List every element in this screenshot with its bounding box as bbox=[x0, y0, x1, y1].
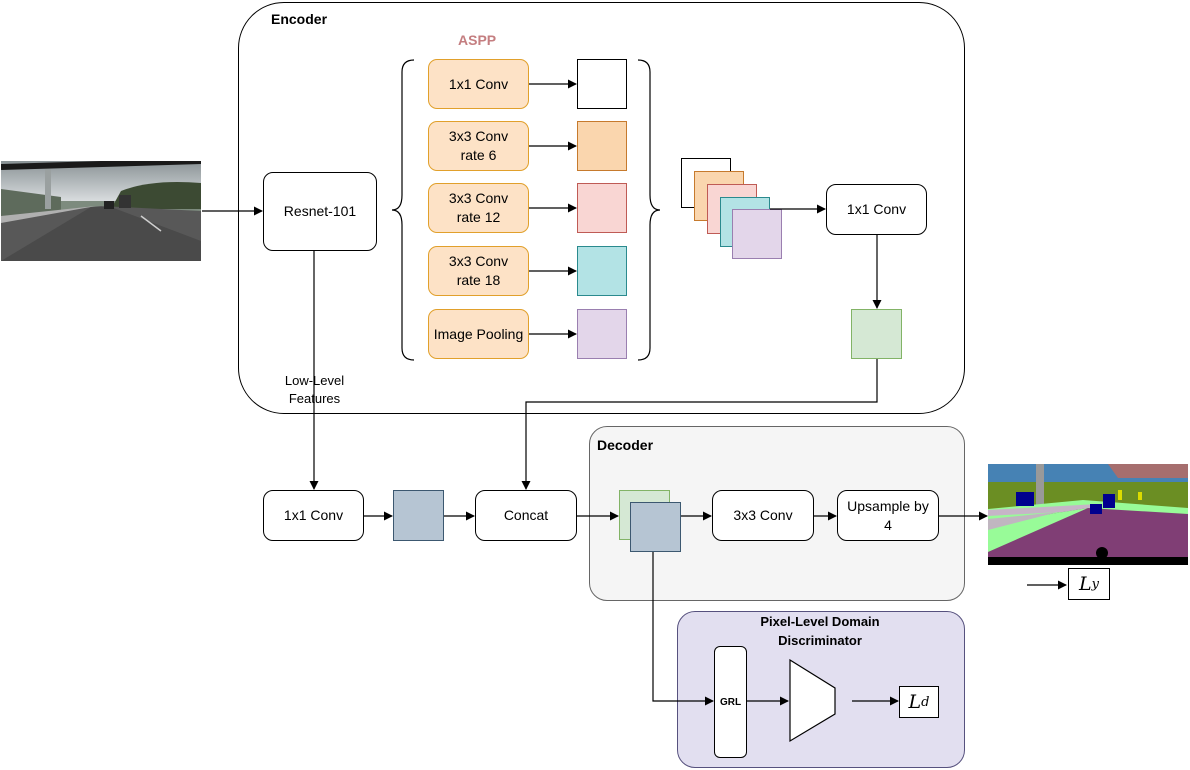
output-segmentation-map bbox=[988, 464, 1188, 565]
input-road-image bbox=[1, 161, 201, 261]
aspp-3x3-conv-rate-18: 3x3 Conv rate 18 bbox=[428, 246, 529, 296]
aspp-3x3-conv-rate-12: 3x3 Conv rate 12 bbox=[428, 183, 529, 233]
domain-loss-sub: d bbox=[921, 694, 930, 710]
grl-block: GRL bbox=[714, 646, 747, 758]
segmentation-loss-sub: y bbox=[1091, 576, 1099, 592]
concat-block: Concat bbox=[475, 490, 577, 541]
decoder-title: Decoder bbox=[597, 437, 654, 453]
low-level-feature bbox=[393, 490, 444, 541]
decoder-feature-blue bbox=[630, 502, 681, 552]
decoder-3x3-conv: 3x3 Conv bbox=[712, 490, 814, 541]
segmentation-loss-main: L bbox=[1079, 573, 1092, 595]
decoder-upsample: Upsample by 4 bbox=[837, 490, 939, 541]
aspp-output-rate-18 bbox=[577, 246, 627, 296]
discriminator-title: Pixel-Level Domain Discriminator bbox=[760, 614, 880, 648]
low-level-features-label: Low-Level Features bbox=[267, 372, 362, 408]
encoder-1x1-conv: 1x1 Conv bbox=[826, 184, 927, 235]
low-level-1x1-conv: 1x1 Conv bbox=[263, 490, 364, 541]
domain-loss-main: L bbox=[908, 691, 922, 713]
encoder-title: Encoder bbox=[271, 11, 328, 27]
stacked-feature-purple bbox=[732, 209, 782, 259]
aspp-output-1x1 bbox=[577, 59, 627, 109]
encoder-output-feature bbox=[851, 309, 902, 359]
resnet-101-block: Resnet-101 bbox=[263, 172, 377, 251]
aspp-image-pooling: Image Pooling bbox=[428, 309, 529, 359]
aspp-output-pooling bbox=[577, 309, 627, 359]
aspp-1x1-conv: 1x1 Conv bbox=[428, 59, 529, 109]
aspp-3x3-conv-rate-6: 3x3 Conv rate 6 bbox=[428, 121, 529, 171]
aspp-output-rate-6 bbox=[577, 121, 627, 171]
aspp-output-rate-12 bbox=[577, 183, 627, 233]
aspp-title: ASPP bbox=[458, 32, 497, 48]
